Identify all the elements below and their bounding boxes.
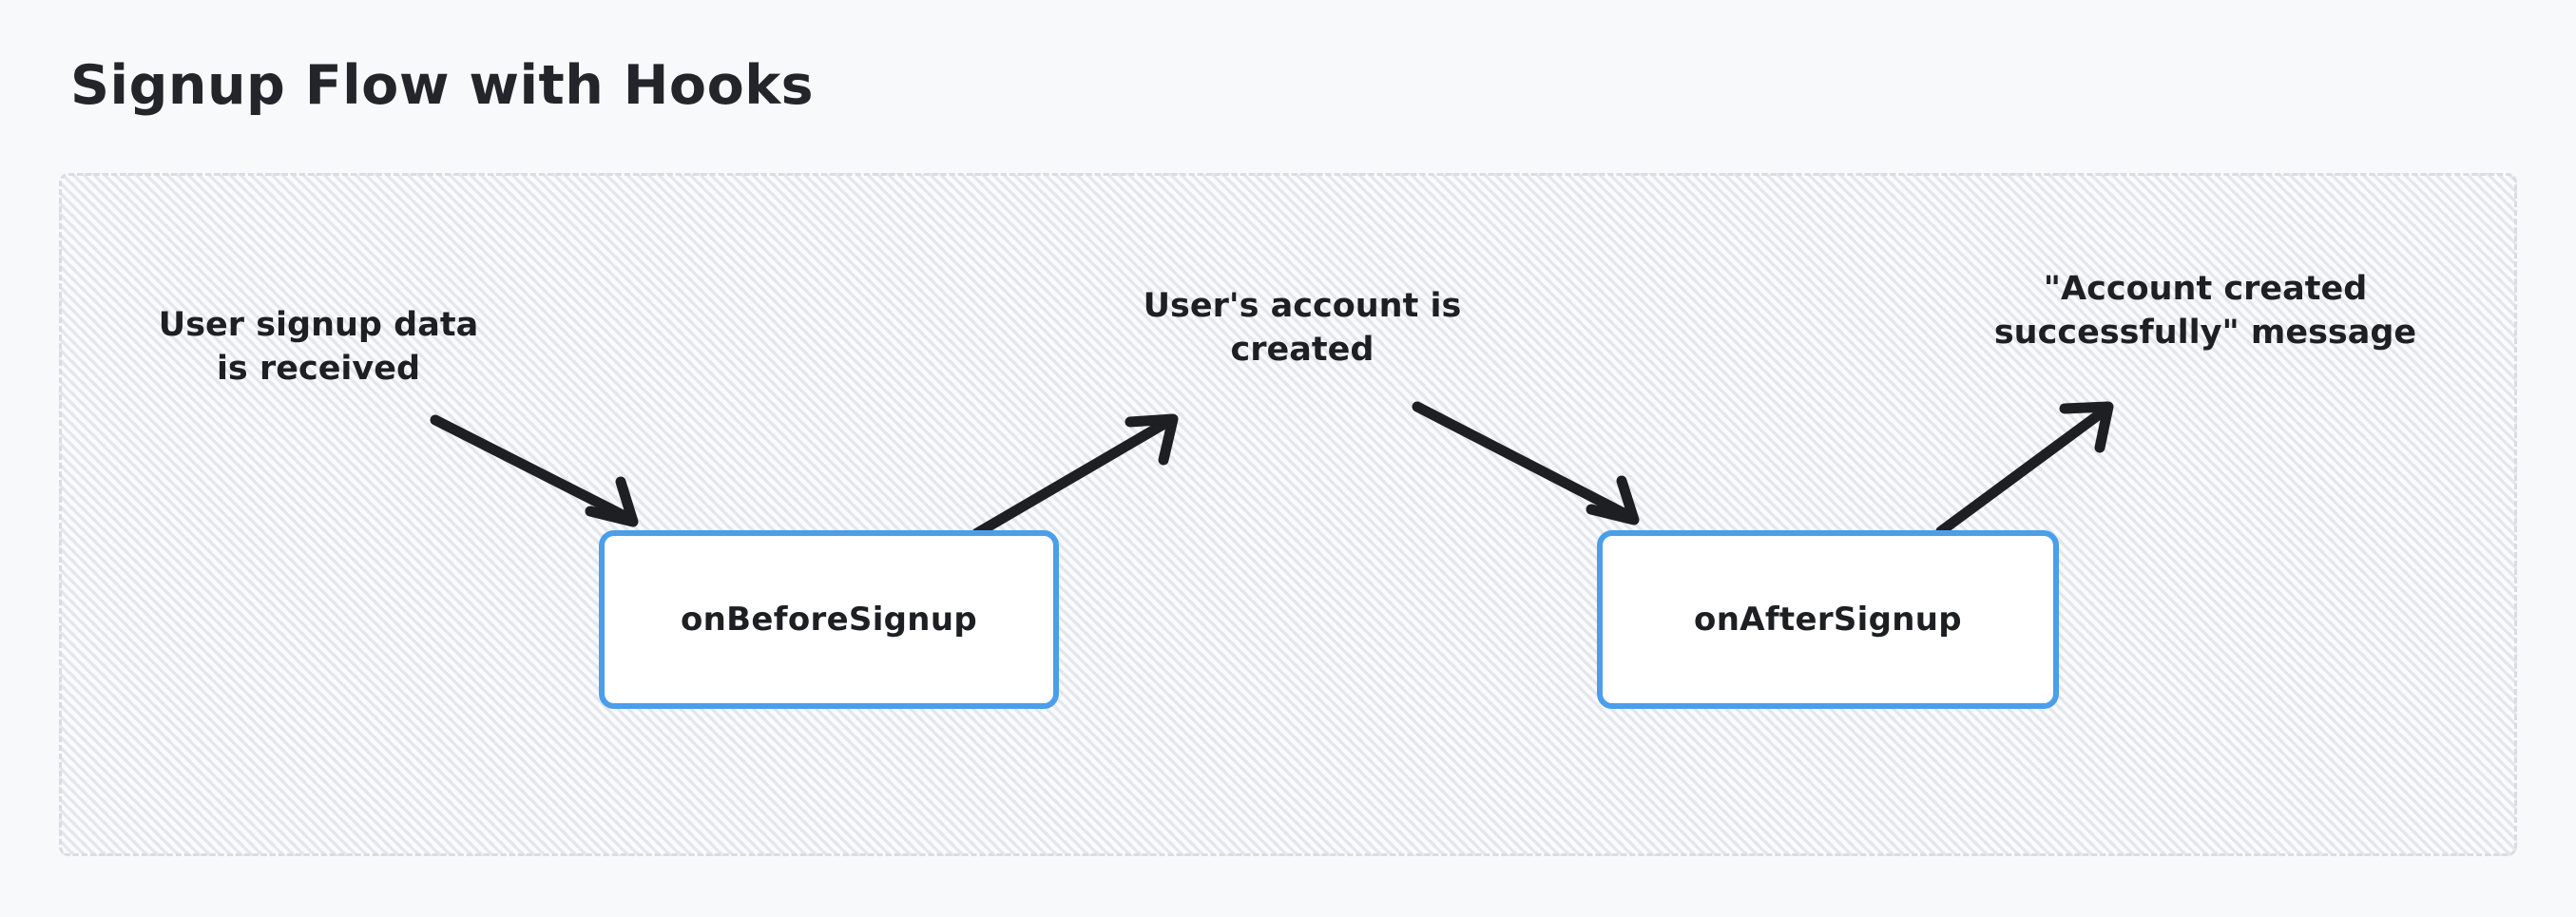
node-on-after-signup[interactable]: onAfterSignup [1597,530,2059,709]
node-on-before-signup[interactable]: onBeforeSignup [599,530,1059,709]
node-on-after-signup-label: onAfterSignup [1694,601,1962,639]
edge-label-success-message: "Account created successfully" message [1993,270,2417,352]
edge-label-account-created: User's account is created [1143,287,1462,369]
page-title: Signup Flow with Hooks [70,54,815,117]
node-on-before-signup-label: onBeforeSignup [681,601,977,639]
edge-label-signup-data: User signup data is received [158,306,479,388]
